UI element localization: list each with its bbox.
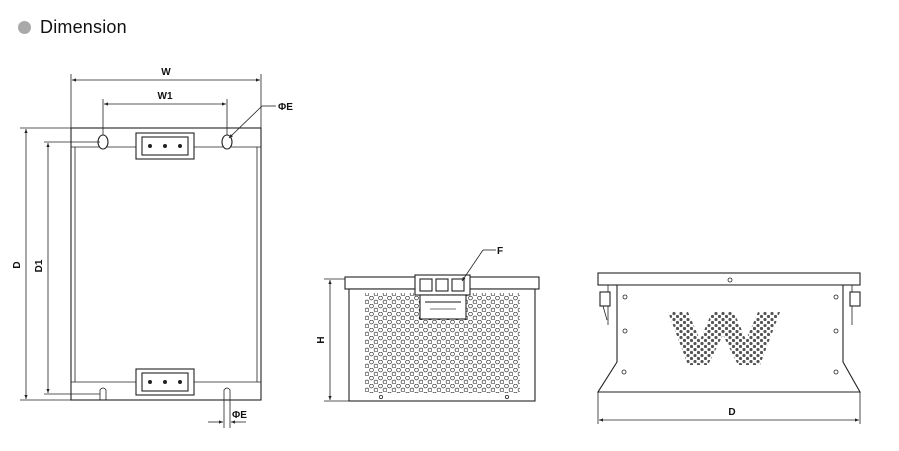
dim-label-w: W (161, 67, 171, 78)
dim-label-h: H (316, 336, 327, 343)
terminal-block-bottom (135, 368, 195, 396)
screw-icon (622, 328, 628, 334)
dim-label-phi-e-top: ΦE (278, 102, 293, 113)
dim-label-d-left: D (12, 261, 23, 268)
screw-icon (833, 369, 839, 375)
section-heading: Dimension (18, 14, 127, 40)
screw-icon (833, 328, 839, 334)
screw-icon (622, 294, 628, 300)
screw-icon (727, 277, 733, 283)
bullet-icon (18, 20, 31, 34)
side-view-lid (597, 272, 861, 286)
top-view: W W1 ΦE D D1 ΦE (12, 67, 293, 428)
top-view-body (70, 127, 262, 401)
dim-label-d-bottom: D (728, 407, 735, 418)
dim-label-f: F (497, 246, 503, 257)
section-title: Dimension (40, 16, 127, 37)
screw-icon (621, 369, 627, 375)
mounting-slot-icon (223, 387, 231, 400)
mounting-slot-icon (99, 387, 107, 400)
screw-icon (833, 294, 839, 300)
dim-label-phi-e-bottom: ΦE (232, 410, 247, 421)
front-view: F H (316, 246, 540, 402)
side-view: D (597, 272, 861, 424)
terminal-block-top (135, 132, 195, 160)
dim-label-d1: D1 (34, 259, 45, 272)
terminal-block-front (414, 274, 471, 320)
dim-label-w1: W1 (158, 91, 173, 102)
